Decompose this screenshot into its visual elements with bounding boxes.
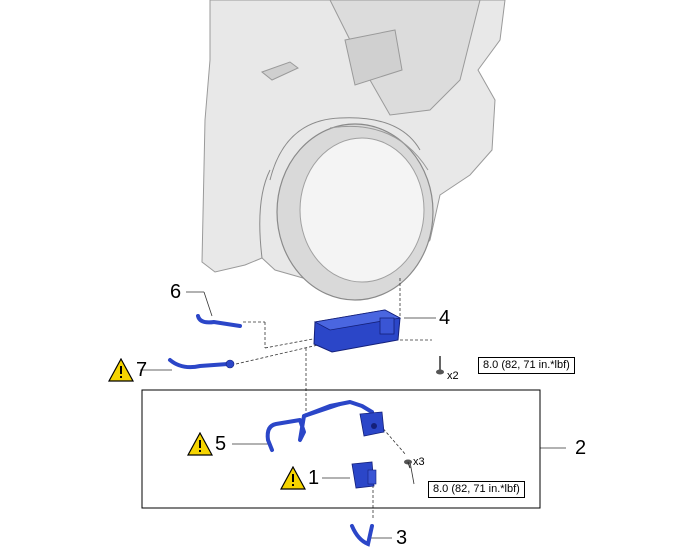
leader-lines <box>140 278 566 539</box>
callout-4: 4 <box>439 307 451 329</box>
warning-icon <box>108 358 134 382</box>
assembly-frame <box>141 389 541 509</box>
callout-5: 5 <box>215 433 227 455</box>
part-1-valve <box>351 461 377 489</box>
bolt-icon <box>404 459 412 469</box>
bolt-quantity: x2 <box>447 370 459 382</box>
bolt-quantity: x3 <box>413 456 425 468</box>
rear-tire <box>276 123 434 301</box>
part-7-hose <box>168 358 230 370</box>
part-5-bracket <box>359 411 385 437</box>
callout-3: 3 <box>396 527 408 549</box>
callout-6: 6 <box>170 281 182 303</box>
torque-spec-box: 8.0 (82, 71 in.*lbf) <box>478 357 575 374</box>
part-5-pipe <box>265 400 374 452</box>
part-4-canister <box>313 309 402 353</box>
callout-2: 2 <box>575 437 587 459</box>
part-3-hose <box>350 524 374 547</box>
part-6-hose <box>196 314 242 328</box>
callout-7: 7 <box>136 359 148 381</box>
callout-1: 1 <box>308 467 320 489</box>
warning-icon <box>280 466 306 490</box>
warning-icon <box>187 432 213 456</box>
bolt-icon <box>436 356 444 375</box>
torque-spec-box: 8.0 (82, 71 in.*lbf) <box>428 481 525 498</box>
